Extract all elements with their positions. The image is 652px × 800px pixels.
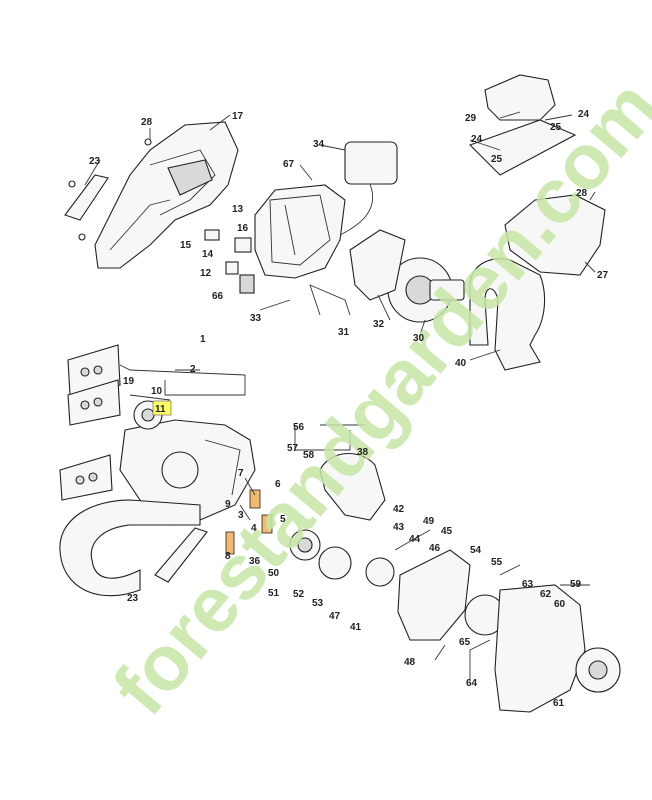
part-label[interactable]: 42 xyxy=(393,504,405,515)
part-label[interactable]: 11 xyxy=(155,404,166,415)
filter-plate xyxy=(468,119,577,176)
main-housing xyxy=(119,400,256,526)
air-filter-cap xyxy=(484,74,556,121)
part-label[interactable]: 24 xyxy=(471,134,483,145)
part-label[interactable]: 1 xyxy=(200,334,206,345)
part-label[interactable]: 14 xyxy=(202,249,214,260)
part-label[interactable]: 65 xyxy=(459,637,471,648)
part-label[interactable]: 17 xyxy=(232,111,244,122)
part-label[interactable]: 19 xyxy=(123,376,135,387)
brake-handle xyxy=(319,452,386,521)
chain-side-plate xyxy=(397,549,471,641)
highlight-box-part-11 xyxy=(152,400,172,416)
part-label[interactable]: 15 xyxy=(180,240,192,251)
part-label[interactable]: 45 xyxy=(441,526,453,537)
part-label[interactable]: 24 xyxy=(578,109,590,120)
part-label[interactable]: 60 xyxy=(554,599,566,610)
bracket-32 xyxy=(349,229,406,301)
leader-lines xyxy=(84,111,596,680)
part-label[interactable]: 50 xyxy=(268,568,280,579)
part-label[interactable]: 44 xyxy=(409,534,421,545)
part-label[interactable]: 61 xyxy=(553,698,565,709)
part-label[interactable]: 64 xyxy=(466,678,478,689)
part-label[interactable]: 47 xyxy=(329,611,341,622)
part-label[interactable]: 30 xyxy=(413,333,425,344)
part-label[interactable]: 52 xyxy=(293,589,305,600)
part-label[interactable]: 58 xyxy=(303,450,315,461)
decal-sheets xyxy=(59,344,121,501)
front-handle xyxy=(469,258,546,371)
cover-strip-bottom xyxy=(154,527,208,583)
part-label[interactable]: 54 xyxy=(470,545,482,556)
orange-highlight-parts xyxy=(225,489,273,555)
part-label[interactable]: 46 xyxy=(429,543,441,554)
part-label[interactable]: 55 xyxy=(491,557,503,568)
part-label[interactable]: 67 xyxy=(283,159,295,170)
part-label[interactable]: 29 xyxy=(465,113,477,124)
part-label[interactable]: 2 xyxy=(190,364,196,375)
crankcase-center xyxy=(254,184,346,279)
part-label[interactable]: 9 xyxy=(225,499,231,510)
cover-cap-center xyxy=(588,660,608,680)
part-label[interactable]: 31 xyxy=(338,327,350,338)
part-label[interactable]: 36 xyxy=(249,556,261,567)
sprocket-cover xyxy=(494,584,586,713)
part-label[interactable]: 5 xyxy=(280,514,286,525)
top-cover xyxy=(504,194,606,276)
rear-handle xyxy=(59,499,201,597)
part-label[interactable]: 7 xyxy=(238,468,244,479)
part-label[interactable]: 3 xyxy=(238,510,244,521)
part-label[interactable]: 16 xyxy=(237,223,249,234)
screw-group-top-left xyxy=(68,138,152,241)
cover-strip-top xyxy=(64,174,109,221)
small-parts-center xyxy=(204,229,255,294)
part-label[interactable]: 25 xyxy=(491,154,503,165)
part-number-labels: 28 17 23 34 67 29 24 25 24 25 28 13 15 1… xyxy=(89,109,609,709)
part-label[interactable]: 41 xyxy=(350,622,362,633)
part-label[interactable]: 51 xyxy=(268,588,280,599)
part-label[interactable]: 4 xyxy=(251,523,257,534)
part-label[interactable]: 53 xyxy=(312,598,324,609)
part-label[interactable]: 8 xyxy=(225,551,231,562)
part-label[interactable]: 28 xyxy=(576,188,588,199)
part-label[interactable]: 59 xyxy=(570,579,582,590)
part-label[interactable]: 63 xyxy=(522,579,534,590)
part-label[interactable]: 33 xyxy=(250,313,262,324)
part-label[interactable]: 28 xyxy=(141,117,153,128)
part-label[interactable]: 49 xyxy=(423,516,435,527)
part-label[interactable]: 25 xyxy=(550,122,562,133)
part-label[interactable]: 27 xyxy=(597,270,609,281)
part-label[interactable]: 62 xyxy=(540,589,552,600)
part-label[interactable]: 40 xyxy=(455,358,467,369)
part-label[interactable]: 12 xyxy=(200,268,212,279)
part-label[interactable]: 23 xyxy=(89,156,101,167)
part-label[interactable]: 10 xyxy=(151,386,163,397)
flywheel xyxy=(387,257,465,323)
ignition-module xyxy=(339,141,398,236)
part-label[interactable]: 34 xyxy=(313,139,325,150)
part-label[interactable]: 43 xyxy=(393,522,405,533)
part-label[interactable]: 32 xyxy=(373,319,385,330)
part-label[interactable]: 38 xyxy=(357,447,369,458)
part-label[interactable]: 23 xyxy=(127,593,139,604)
part-label[interactable]: 13 xyxy=(232,204,244,215)
handle-housing xyxy=(94,121,239,269)
clutch-assembly xyxy=(289,529,395,587)
part-label[interactable]: 66 xyxy=(212,291,224,302)
part-label[interactable]: 56 xyxy=(293,422,305,433)
part-label[interactable]: 57 xyxy=(287,443,299,454)
part-label[interactable]: 6 xyxy=(275,479,281,490)
part-label[interactable]: 48 xyxy=(404,657,416,668)
